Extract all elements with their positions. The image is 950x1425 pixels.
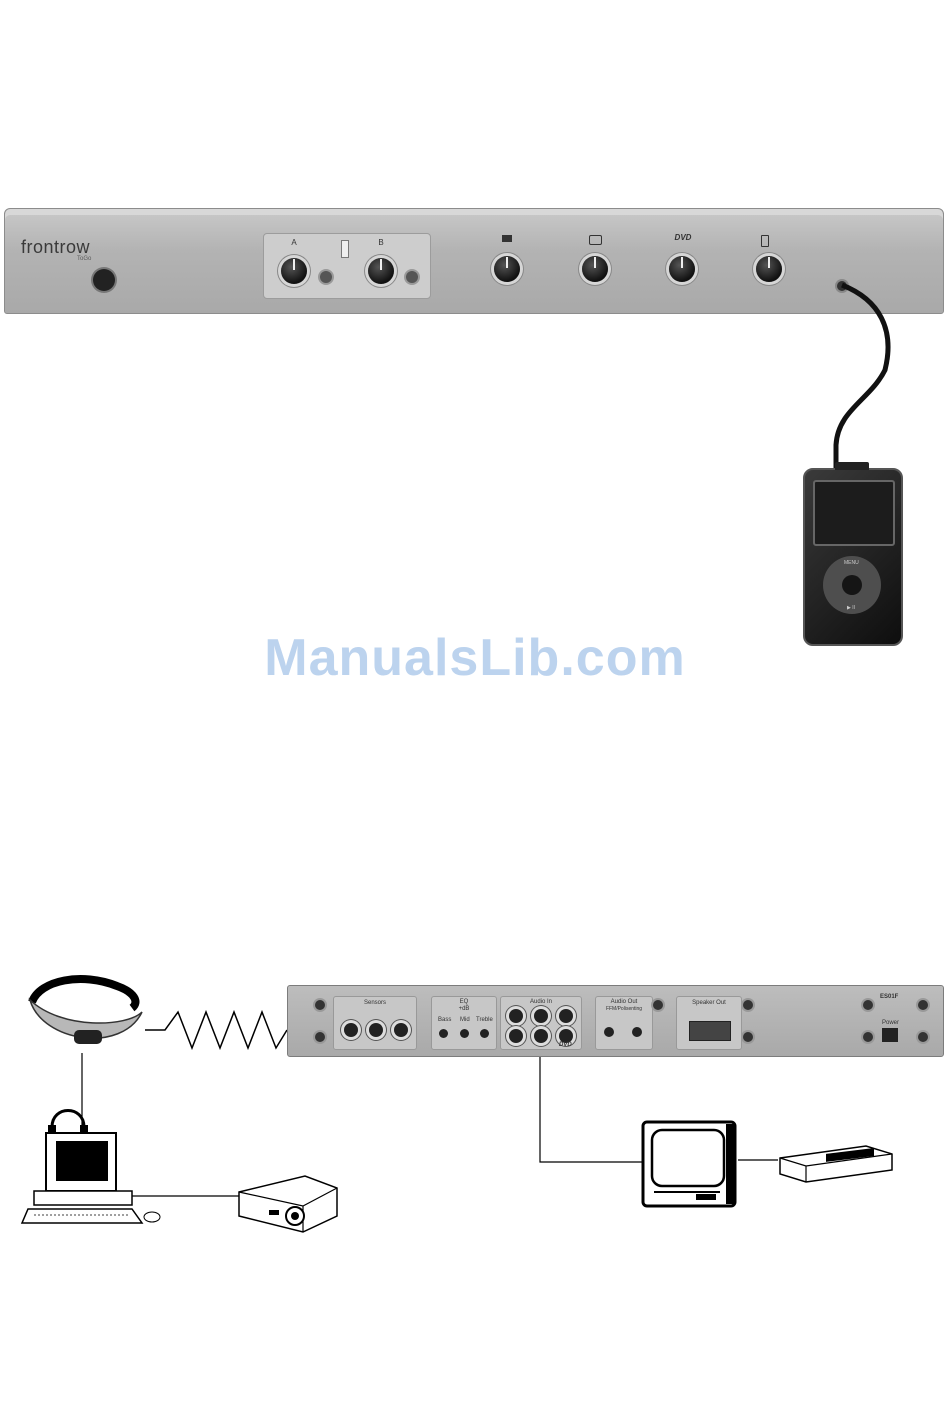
sensors-section: Sensors xyxy=(333,996,417,1050)
audio-in-section: Audio In DVD xyxy=(500,996,582,1050)
audio-in-jack[interactable] xyxy=(534,1009,548,1023)
rear-panel-unit: Sensors EQ +dB Bass Mid Treble Audio In … xyxy=(287,985,944,1057)
audio-out-jack-1[interactable] xyxy=(604,1027,614,1037)
ipod-menu-label: MENU xyxy=(844,560,859,566)
computer-illustration xyxy=(20,1105,170,1235)
sensor-jack-2[interactable] xyxy=(369,1023,383,1037)
ipod-screen xyxy=(813,480,895,546)
screw xyxy=(863,1032,873,1042)
screw xyxy=(653,1000,663,1010)
eq-label: EQ xyxy=(432,999,496,1005)
mid-trim[interactable] xyxy=(460,1029,469,1038)
screw xyxy=(743,1032,753,1042)
sensor-headband xyxy=(22,972,147,1056)
sensors-label: Sensors xyxy=(334,1000,416,1006)
screw xyxy=(743,1000,753,1010)
bass-label: Bass xyxy=(438,1017,451,1023)
bass-trim[interactable] xyxy=(439,1029,448,1038)
eq-sub-label: +dB xyxy=(432,1006,496,1012)
ipod-plug xyxy=(835,462,869,470)
model-label: ES01F xyxy=(880,994,898,1000)
audio-in-jack[interactable] xyxy=(534,1029,548,1043)
ipod-cable xyxy=(836,285,888,470)
power-label: Power xyxy=(882,1020,899,1026)
audio-in-jack[interactable] xyxy=(559,1029,573,1043)
screw xyxy=(863,1000,873,1010)
projector-illustration xyxy=(233,1172,343,1236)
dvd-player-illustration xyxy=(776,1140,896,1186)
ipod-click-wheel[interactable]: MENU ▶ II xyxy=(823,556,881,614)
watermark: ManualsLib.com xyxy=(0,628,950,688)
ipod-play-label: ▶ II xyxy=(847,605,855,611)
sensor-jack-3[interactable] xyxy=(394,1023,408,1037)
treble-label: Treble xyxy=(476,1017,493,1023)
audio-out-label: Audio Out xyxy=(596,999,652,1005)
audio-out-sub-label: FFM/Polisenting xyxy=(596,1006,652,1012)
ipod-device: MENU ▶ II xyxy=(803,468,903,646)
ipod-center-button[interactable] xyxy=(842,575,862,595)
eq-section: EQ +dB Bass Mid Treble xyxy=(431,996,497,1050)
audio-in-jack[interactable] xyxy=(559,1009,573,1023)
tv-illustration xyxy=(640,1118,740,1210)
speaker-out-label: Speaker Out xyxy=(677,1000,741,1006)
screw xyxy=(315,1000,325,1010)
sensor-cable xyxy=(145,1012,287,1048)
speaker-out-section: Speaker Out xyxy=(676,996,742,1050)
audio-in-label: Audio In xyxy=(501,999,581,1005)
speaker-terminal-block[interactable] xyxy=(689,1021,731,1041)
audio-in-jack[interactable] xyxy=(509,1029,523,1043)
treble-trim[interactable] xyxy=(480,1029,489,1038)
audio-out-section: Audio Out FFM/Polisenting xyxy=(595,996,653,1050)
screw xyxy=(918,1000,928,1010)
mid-label: Mid xyxy=(460,1017,470,1023)
power-input-jack[interactable] xyxy=(882,1028,898,1042)
screw xyxy=(918,1032,928,1042)
screw xyxy=(315,1032,325,1042)
audio-in-jack[interactable] xyxy=(509,1009,523,1023)
rear-dvd-label: DVD xyxy=(559,1042,572,1048)
audio-out-jack-2[interactable] xyxy=(632,1027,642,1037)
sensor-jack-1[interactable] xyxy=(344,1023,358,1037)
